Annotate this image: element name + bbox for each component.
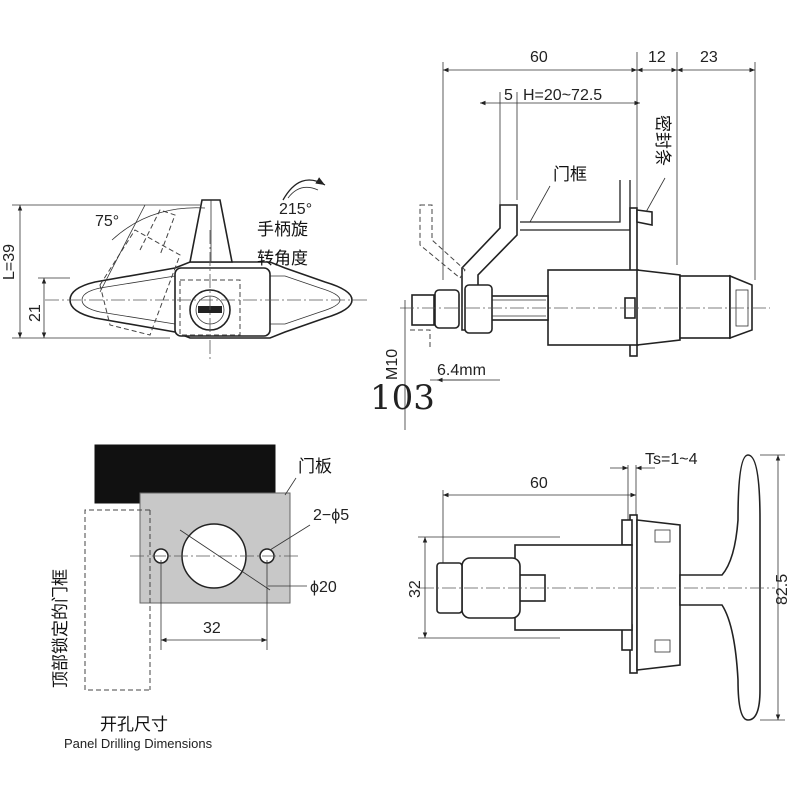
front-view-handle: 75° 215° 手柄旋 转角度 L=39 21	[1, 177, 370, 360]
drilling-en-label: Panel Drilling Dimensions	[64, 736, 213, 751]
drilling-cn-label: 开孔尺寸	[100, 715, 168, 735]
seal-strip-label: 密封条	[652, 115, 672, 166]
door-panel-label: 门板	[298, 457, 332, 477]
rotate-label-line1: 手柄旋	[257, 220, 308, 240]
top-locked-frame-label: 顶部锁定的门框	[51, 569, 71, 688]
thread-M10: M10	[384, 349, 401, 380]
dim-L-39: L=39	[1, 244, 18, 280]
dim-32-side: 32	[407, 580, 424, 598]
angle-215-label: 215°	[279, 201, 312, 218]
dim-6-4: 6.4mm	[437, 362, 486, 379]
dim-H: H=20~72.5	[523, 87, 602, 104]
side-view-bottom: 60 Ts=1~4 32 82.5	[407, 451, 791, 721]
door-frame-label: 门框	[553, 165, 587, 185]
dim-12: 12	[648, 49, 666, 66]
panel-drilling-view: 门板 2−ϕ5 ϕ20 32 顶部锁定的门框 开孔尺寸 Panel Drilli…	[51, 444, 349, 751]
big-hole-label: ϕ20	[310, 579, 337, 596]
angle-75-label: 75°	[95, 213, 119, 230]
dim-23: 23	[700, 49, 718, 66]
figure-number: 103	[370, 378, 435, 418]
dim-32-bottom: 32	[203, 620, 221, 637]
dim-60-top: 60	[530, 49, 548, 66]
dim-82-5: 82.5	[774, 574, 791, 605]
dim-21: 21	[27, 304, 44, 322]
dim-Ts: Ts=1~4	[645, 451, 698, 468]
holes-label: 2−ϕ5	[313, 507, 349, 524]
dim-60-bottom: 60	[530, 475, 548, 492]
dim-5: 5	[504, 87, 513, 104]
side-view-top: 60 12 23 5 H=20~72.5 门框 密封条	[384, 49, 770, 430]
rotate-label-line2: 转角度	[257, 249, 308, 269]
